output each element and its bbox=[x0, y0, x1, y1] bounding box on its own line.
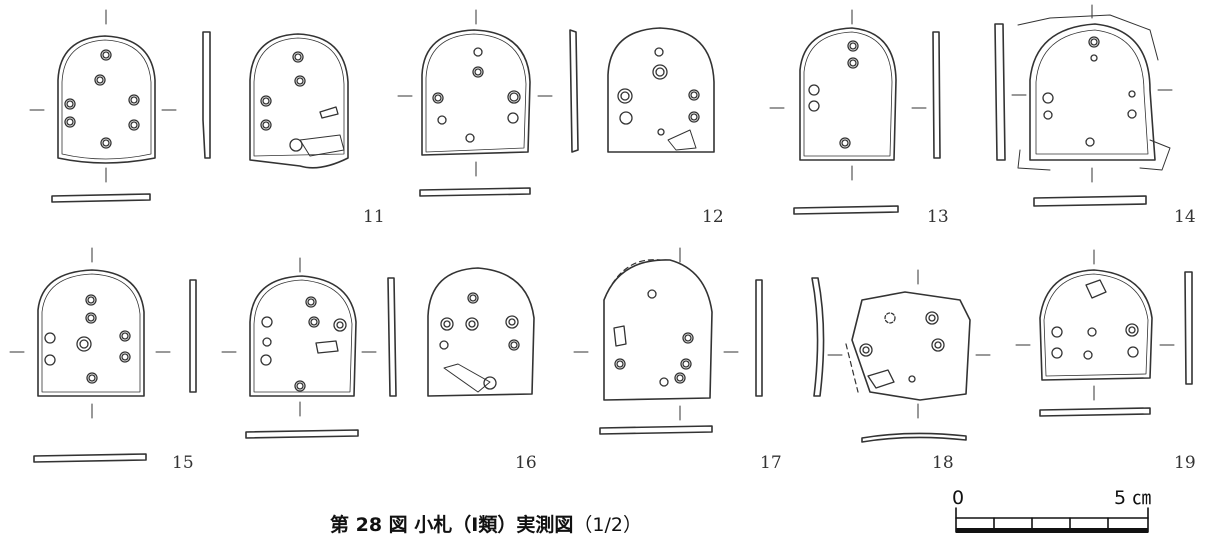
lacing-holes bbox=[439, 292, 520, 390]
specimen-number-16: 16 bbox=[515, 453, 537, 473]
lacing-holes bbox=[1042, 36, 1137, 147]
plate-outline-inner bbox=[425, 33, 527, 153]
figure-caption: 第 28 図 小札（Ⅰ類）実測図（1/2） bbox=[330, 510, 642, 537]
lacing-holes bbox=[617, 47, 700, 136]
scale-plate-drawing-13: 13 bbox=[769, 9, 949, 227]
plate-outline bbox=[427, 267, 535, 397]
scale-plate-drawing-a bbox=[29, 9, 211, 203]
specimen-number-15: 15 bbox=[172, 453, 194, 473]
crosshair-marks bbox=[9, 247, 171, 419]
scale-plate-drawing-11: 11 bbox=[249, 33, 385, 227]
specimen-number-14: 14 bbox=[1174, 207, 1196, 227]
scale-plate-drawing-18: 18 bbox=[827, 269, 991, 473]
scale-plate-drawing-16b: 16 bbox=[427, 267, 537, 473]
crosshair-marks bbox=[573, 247, 739, 421]
plate-outline-inner bbox=[1035, 29, 1149, 155]
specimen-number-19: 19 bbox=[1174, 453, 1196, 473]
plate-outline-inner bbox=[803, 31, 893, 157]
specimen-number-18: 18 bbox=[932, 453, 954, 473]
side-profile bbox=[387, 277, 397, 397]
bottom-profile bbox=[599, 425, 713, 435]
caption-scale: （1/2） bbox=[573, 514, 642, 536]
crosshair-marks bbox=[827, 269, 991, 419]
plate-outline bbox=[421, 29, 531, 156]
plate-outline-inner bbox=[61, 39, 152, 160]
lacing-holes bbox=[1051, 279, 1139, 360]
curved-profile bbox=[861, 432, 967, 443]
bottom-profile bbox=[419, 187, 531, 197]
scale-plate-drawing-19: 19 bbox=[1015, 249, 1196, 473]
lacing-fragment bbox=[443, 363, 491, 393]
plate-outline-inner bbox=[1043, 273, 1149, 377]
crosshair-marks bbox=[29, 9, 177, 183]
caption-title: 第 28 図 小札（Ⅰ類）実測図 bbox=[330, 514, 574, 536]
bottom-profile bbox=[51, 193, 151, 203]
specimen-number-12: 12 bbox=[702, 207, 724, 227]
plate-outline bbox=[851, 291, 971, 401]
scale-label-five-cm: 5 ㎝ bbox=[1114, 487, 1151, 509]
specimen-number-13: 13 bbox=[927, 207, 949, 227]
side-profile bbox=[932, 31, 941, 159]
lacing-holes bbox=[613, 289, 694, 387]
plate-outline bbox=[799, 27, 897, 161]
lacing-holes bbox=[808, 40, 859, 149]
scale-plate-drawing-16a bbox=[221, 257, 397, 439]
plate-outline-inner bbox=[253, 37, 345, 157]
side-profile bbox=[202, 31, 211, 159]
bottom-profile bbox=[793, 205, 899, 215]
plate-outline bbox=[37, 269, 145, 397]
corrosion-edge bbox=[1017, 14, 1171, 171]
crosshair-marks bbox=[769, 9, 927, 181]
crosshair-marks bbox=[397, 9, 553, 177]
specimen-number-17: 17 bbox=[760, 453, 782, 473]
plate-outline bbox=[607, 27, 715, 153]
side-profile bbox=[755, 279, 763, 397]
plate-outline bbox=[57, 35, 156, 164]
lacing-holes bbox=[432, 47, 521, 143]
bottom-profile bbox=[1033, 195, 1147, 207]
crosshair-marks bbox=[1011, 4, 1173, 183]
crosshair-marks bbox=[1015, 249, 1175, 401]
side-profile bbox=[994, 23, 1006, 161]
scale-plate-drawing-15: 15 bbox=[9, 247, 197, 473]
lacing-holes bbox=[64, 49, 140, 149]
bottom-profile bbox=[33, 453, 147, 463]
scale-plate-drawing-12a bbox=[397, 9, 579, 197]
plate-outline bbox=[249, 33, 349, 169]
side-profile bbox=[569, 29, 579, 153]
lacing-holes bbox=[260, 296, 347, 392]
lacing-holes bbox=[859, 311, 945, 389]
plate-outline-inner bbox=[41, 273, 141, 393]
lacing-fragment bbox=[667, 129, 697, 151]
lacing-holes bbox=[260, 51, 339, 152]
plate-outline bbox=[1039, 269, 1153, 381]
curved-profile bbox=[811, 277, 825, 397]
specimen-number-11: 11 bbox=[363, 207, 385, 227]
scale-label-zero: 0 bbox=[952, 487, 964, 509]
side-profile bbox=[189, 279, 197, 393]
crosshair-marks bbox=[221, 257, 377, 417]
plate-outline bbox=[249, 275, 357, 397]
bottom-profile bbox=[1039, 407, 1151, 417]
bottom-profile bbox=[245, 429, 359, 439]
missing-edge bbox=[603, 259, 661, 301]
lacing-holes bbox=[44, 294, 131, 384]
lacing-fragment bbox=[299, 134, 345, 157]
missing-edge bbox=[845, 343, 859, 393]
scale-plate-drawing-12b: 12 bbox=[607, 27, 724, 227]
scale-bar bbox=[955, 507, 1149, 533]
plate-outline bbox=[1029, 23, 1156, 161]
plate-outline bbox=[603, 259, 713, 401]
scale-plate-drawing-14: 14 bbox=[994, 4, 1196, 227]
side-profile bbox=[1184, 271, 1193, 385]
plate-outline-inner bbox=[253, 279, 353, 393]
scale-plate-drawing-17: 17 bbox=[573, 247, 825, 473]
